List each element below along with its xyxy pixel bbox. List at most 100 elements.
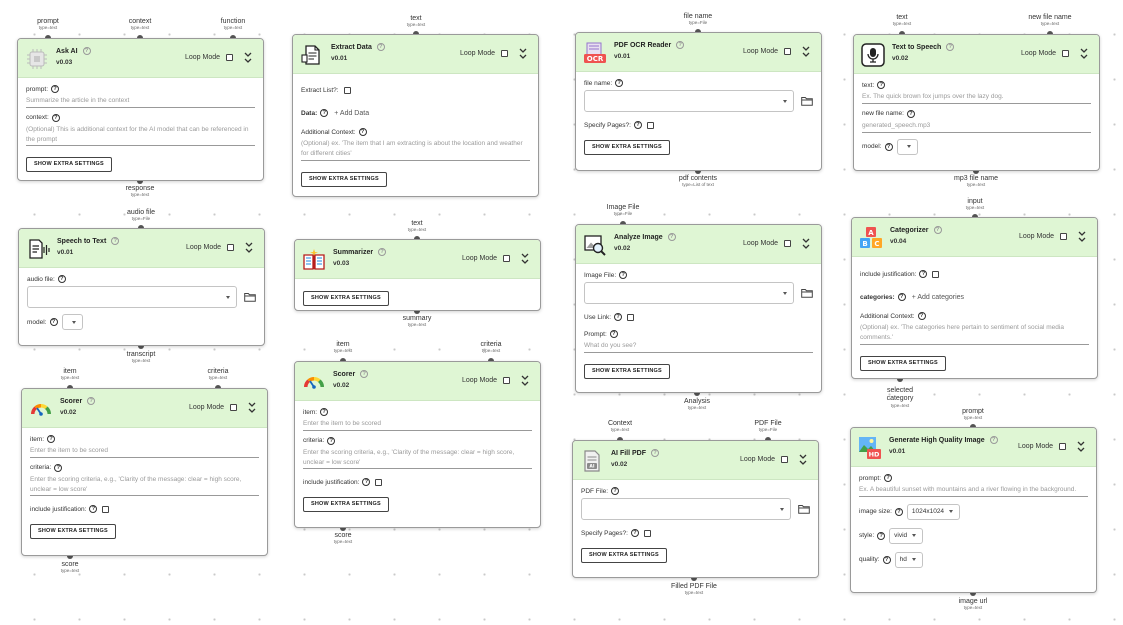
port-dot-cat-selected[interactable] [897,376,903,382]
loop-mode-toggle[interactable]: Loop Mode [186,244,234,251]
loop-mode-toggle[interactable]: Loop Mode [185,54,233,61]
prompt-input[interactable]: Summarize the article in the context [26,94,255,108]
help-icon[interactable]: ? [906,109,915,118]
loop-mode-toggle[interactable]: Loop Mode [1019,233,1067,240]
node-header[interactable]: OCR PDF OCR Reader? v0.01 Loop Mode [576,33,821,72]
node-header[interactable]: Scorer? v0.02 Loop Mode [295,362,540,401]
help-icon[interactable]: ? [51,113,60,122]
justification-checkbox[interactable] [102,505,110,513]
additional-context-input[interactable]: (Optional) ex. 'The categories here pert… [860,321,1089,345]
help-icon[interactable]: ? [611,487,620,495]
show-extra-settings-button[interactable]: SHOW EXTRA SETTINGS [26,157,112,173]
folder-icon[interactable] [801,96,813,106]
node-analyze-image[interactable]: Analyze Image? v0.02 Loop Mode Image Fil… [575,224,822,393]
help-icon[interactable]: ? [609,330,618,338]
collapse-icon[interactable] [520,374,530,388]
help-icon[interactable]: ? [989,436,998,444]
help-icon[interactable]: ? [884,142,893,151]
help-icon[interactable]: ? [614,313,623,321]
loop-mode-checkbox[interactable] [1059,443,1066,450]
node-speech-to-text[interactable]: Speech to Text? v0.01 Loop Mode audio fi… [18,228,265,346]
help-icon[interactable]: ? [89,505,98,514]
help-icon[interactable]: ? [57,275,66,283]
additional-context-input[interactable]: (Optional) ex. 'The item that I am extra… [301,137,530,161]
loop-mode-checkbox[interactable] [227,244,234,251]
loop-mode-checkbox[interactable] [503,255,510,262]
port-dot-analyze-analysis[interactable] [694,390,700,396]
add-data-button[interactable]: + Add Data [334,109,370,117]
model-select[interactable] [61,314,83,330]
collapse-icon[interactable] [243,51,253,65]
port-dot-scorer1-score[interactable] [67,553,73,559]
loop-mode-toggle[interactable]: Loop Mode [462,377,510,384]
node-ask-ai[interactable]: Ask AI? v0.03 Loop Mode prompt:? Summari… [17,38,264,181]
help-icon[interactable]: ? [619,271,628,279]
node-header[interactable]: Speech to Text? v0.01 Loop Mode [19,229,264,268]
loop-mode-toggle[interactable]: Loop Mode [460,50,508,57]
node-header[interactable]: Ask AI? v0.03 Loop Mode [18,39,263,78]
text-input[interactable]: Ex. The quick brown fox jumps over the l… [862,90,1091,104]
help-icon[interactable]: ? [633,121,642,129]
quality-select[interactable]: hd [894,551,923,568]
collapse-icon[interactable] [801,45,811,59]
node-pdf-ocr-reader[interactable]: OCR PDF OCR Reader? v0.01 Loop Mode file… [575,32,822,171]
node-header[interactable]: A B C Categorizer? v0.04 Loop Mode [852,218,1097,257]
node-header[interactable]: Text to Speech? v0.02 Loop Mode [854,35,1099,74]
port-dot-fill-filled-pdf[interactable] [691,575,697,581]
port-dot-scorer2-score[interactable] [340,525,346,531]
show-extra-settings-button[interactable]: SHOW EXTRA SETTINGS [581,548,667,563]
help-icon[interactable]: ? [877,81,886,89]
node-ai-fill-pdf[interactable]: AI AI Fill PDF? v0.02 Loop Mode PDF File… [572,440,819,578]
collapse-icon[interactable] [1076,440,1086,454]
collapse-icon[interactable] [1077,230,1087,244]
folder-icon[interactable] [798,504,810,514]
specify-pages-checkbox[interactable] [646,121,654,129]
node-header[interactable]: Analyze Image? v0.02 Loop Mode [576,225,821,264]
use-link-checkbox[interactable] [627,313,635,321]
help-icon[interactable]: ? [51,85,60,93]
help-icon[interactable]: ? [358,128,367,136]
criteria-input[interactable]: Enter the scoring criteria, e.g., 'Clari… [30,473,259,497]
model-select[interactable] [896,138,918,155]
help-icon[interactable]: ? [378,248,387,256]
style-select[interactable]: vivid [889,527,924,544]
help-icon[interactable]: ? [676,41,685,49]
image-size-select[interactable]: 1024x1024 [906,503,961,520]
help-icon[interactable]: ? [667,233,676,241]
loop-mode-toggle[interactable]: Loop Mode [1021,50,1069,57]
loop-mode-toggle[interactable]: Loop Mode [740,456,788,463]
node-text-to-speech[interactable]: Text to Speech? v0.02 Loop Mode text:? E… [853,34,1100,171]
help-icon[interactable]: ? [884,474,893,482]
port-dot-ask-ai-response[interactable] [137,178,143,184]
node-scorer[interactable]: Scorer? v0.02 Loop Mode item:? Enter the… [294,361,541,528]
help-icon[interactable]: ? [894,507,903,516]
loop-mode-toggle[interactable]: Loop Mode [1018,443,1066,450]
loop-mode-checkbox[interactable] [501,50,508,57]
audio-file-select[interactable] [27,286,237,308]
collapse-icon[interactable] [520,252,530,266]
node-scorer[interactable]: Scorer? v0.02 Loop Mode item:? Enter the… [21,388,268,556]
help-icon[interactable]: ? [47,435,56,443]
extract-list-checkbox[interactable] [343,87,351,94]
help-icon[interactable]: ? [320,408,329,416]
node-summarizer[interactable]: Summarizer? v0.03 Loop Mode SHOW EXTRA S… [294,239,541,311]
justification-checkbox[interactable] [932,270,940,278]
folder-icon[interactable] [244,292,256,302]
port-dot-hqi-image-url[interactable] [970,590,976,596]
collapse-icon[interactable] [801,237,811,251]
loop-mode-checkbox[interactable] [781,456,788,463]
node-header[interactable]: Summarizer? v0.03 Loop Mode [295,240,540,279]
context-input[interactable]: (Optional) This is additional context fo… [26,123,255,147]
help-icon[interactable]: ? [111,237,120,245]
file-name-select[interactable] [584,90,794,112]
help-icon[interactable]: ? [897,293,906,301]
loop-mode-checkbox[interactable] [1062,50,1069,57]
loop-mode-checkbox[interactable] [226,54,233,61]
loop-mode-checkbox[interactable] [784,48,791,55]
show-extra-settings-button[interactable]: SHOW EXTRA SETTINGS [860,355,946,371]
help-icon[interactable]: ? [82,47,91,55]
help-icon[interactable]: ? [630,529,639,537]
node-header[interactable]: HD Generate High Quality Image? v0.01 Lo… [851,428,1096,467]
collapse-icon[interactable] [798,453,808,467]
help-icon[interactable]: ? [327,436,336,445]
